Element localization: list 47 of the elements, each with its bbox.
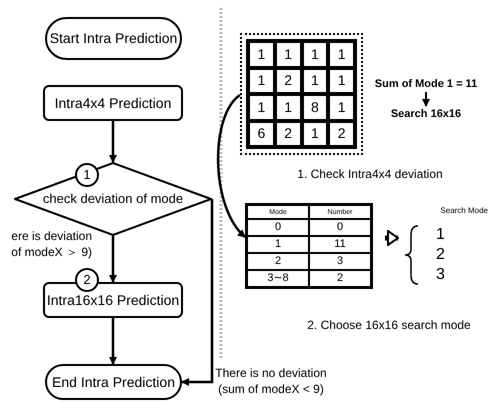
- mode-number: 3: [436, 265, 445, 285]
- column-header: Search Mode: [440, 205, 488, 217]
- table-cell: 2: [309, 270, 371, 287]
- grid-cell: 6: [248, 120, 275, 147]
- mode-grid: [240, 33, 363, 155]
- grid-cell: 1: [248, 68, 275, 94]
- arrow: [422, 92, 430, 107]
- arrow: [109, 318, 117, 365]
- table-cell: 3∼8: [247, 270, 309, 287]
- grid-cell: 2: [274, 68, 302, 94]
- arrow: [109, 236, 117, 283]
- step-caption: 2. Choose 16x16 search mode: [306, 317, 472, 334]
- step-caption: 1. Check Intra4x4 deviation: [296, 166, 444, 183]
- grid-cell: 1: [302, 41, 328, 68]
- grid-cell: 1: [328, 94, 355, 120]
- grid-cell: 1: [274, 94, 302, 120]
- arrow: [181, 199, 214, 386]
- grid-cell: 2: [328, 120, 355, 147]
- grid-cell: 1: [248, 41, 275, 68]
- edge-label: There is no deviation (sum of modeX < 9): [214, 365, 328, 397]
- table-cell: 1: [247, 236, 309, 253]
- grid-cell: 8: [302, 94, 328, 120]
- mode-number: 1: [436, 225, 445, 245]
- mode-number: 2: [436, 245, 445, 265]
- edge-label: ere is deviation of modeX ＞ 9): [10, 228, 92, 260]
- arrow: [385, 230, 399, 246]
- grid-cell: 1: [274, 41, 302, 68]
- grid-cell: 1: [328, 68, 355, 94]
- grid-cell: 1: [302, 120, 328, 147]
- note-text: Sum of Mode 1 = 11: [364, 76, 488, 92]
- grid-cell: 1: [328, 41, 355, 68]
- process-box: Intra4x4 Prediction: [43, 85, 183, 121]
- table-cell: 2: [247, 253, 309, 270]
- table-cell: 0: [309, 219, 371, 236]
- arrow: [216, 94, 246, 238]
- note-text: Search 16x16: [385, 106, 467, 122]
- grid-cell: 1: [248, 94, 275, 120]
- decision-text: check deviation of mode: [42, 190, 184, 208]
- table-cell: 0: [247, 219, 309, 236]
- terminal-node: End Intra Prediction: [45, 364, 182, 400]
- mode-table: [245, 203, 373, 289]
- table-cell: 3: [309, 253, 371, 270]
- table-cell: 11: [309, 236, 371, 253]
- terminal-node: Start Intra Prediction: [45, 17, 182, 60]
- arrow: [109, 121, 117, 163]
- grid-cell: 2: [274, 120, 302, 147]
- grid-cell: 1: [302, 68, 328, 94]
